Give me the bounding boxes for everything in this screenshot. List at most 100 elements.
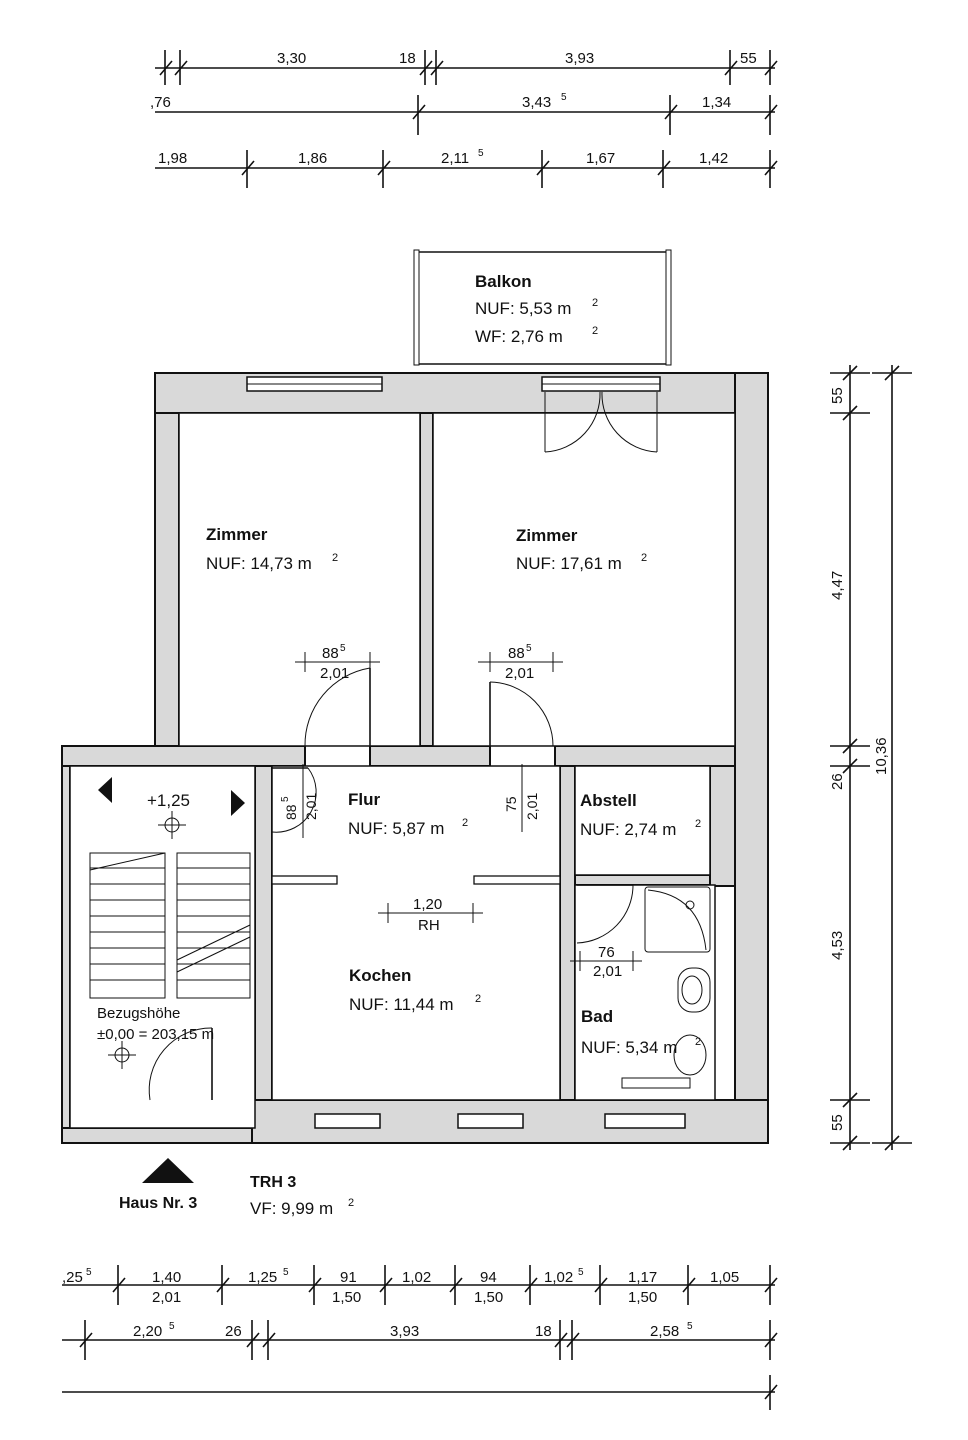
room-zimmer2-sup: 2 bbox=[641, 552, 647, 564]
dim-bot-r1-e: 1,02 bbox=[402, 1269, 431, 1286]
dim-right-c: 26 bbox=[829, 773, 846, 790]
walls bbox=[61, 372, 769, 1144]
room-kochen-nuf: NUF: 11,44 m bbox=[349, 995, 454, 1014]
dim-bot-r2-e: 2,58 bbox=[650, 1323, 679, 1340]
dim-bot-r1-a: ,25 bbox=[62, 1269, 83, 1286]
flur-left-door-width-sup: 5 bbox=[280, 796, 291, 802]
dim-bot-r1-h: 1,17 bbox=[628, 1269, 657, 1286]
room-abstell-sup: 2 bbox=[695, 818, 701, 830]
bottom-dimension-lines: ,25 5 1,40 1,25 5 91 1,02 94 1,02 5 1,17… bbox=[62, 1265, 778, 1410]
balcony-name: Balkon bbox=[475, 272, 532, 291]
room-abstell-nuf: NUF: 2,74 m bbox=[580, 820, 676, 839]
z2-door-height: 2,01 bbox=[505, 665, 534, 682]
flur-right-door-height: 2,01 bbox=[524, 793, 540, 820]
dim-bot-r2-d: 18 bbox=[535, 1323, 552, 1340]
room-bad-name: Bad bbox=[581, 1007, 613, 1026]
doors bbox=[148, 391, 658, 1101]
vf-label: VF: 9,99 m bbox=[250, 1199, 333, 1218]
trh-label: TRH 3 bbox=[250, 1174, 296, 1191]
dim-top-r3-d: 1,67 bbox=[586, 150, 615, 167]
room-flur-nuf: NUF: 5,87 m bbox=[348, 819, 444, 838]
dim-top-r2-b: 3,43 bbox=[522, 94, 551, 111]
dim-bot-r1-g: 1,02 bbox=[544, 1269, 573, 1286]
room-zimmer1-nuf: NUF: 14,73 m bbox=[206, 554, 312, 573]
bad-door-width: 76 bbox=[598, 944, 615, 961]
right-dimension-lines: 55 4,47 26 4,53 55 10,36 bbox=[829, 365, 912, 1151]
z2-door-width-sup: 5 bbox=[526, 643, 532, 654]
dim-top-r3-a: 1,98 bbox=[158, 150, 187, 167]
room-zimmer2-nuf: NUF: 17,61 m bbox=[516, 554, 622, 573]
bezug-value: ±0,00 = 203,15 m bbox=[97, 1026, 214, 1043]
dim-top-r1-a: 3,30 bbox=[277, 50, 306, 67]
dim-top-r1-d: 55 bbox=[740, 50, 757, 67]
dim-bot-r1-f: 94 bbox=[480, 1269, 497, 1286]
dim-bot-r2-b: 26 bbox=[225, 1323, 242, 1340]
bad-door-height: 2,01 bbox=[593, 963, 622, 980]
balcony-wf: WF: 2,76 m bbox=[475, 327, 563, 346]
dim-right-d: 4,53 bbox=[829, 931, 846, 960]
dim-top-r3-c: 2,11 bbox=[441, 150, 469, 167]
room-bad-nuf: NUF: 5,34 m bbox=[581, 1038, 677, 1057]
dim-top-r3-b: 1,86 bbox=[298, 150, 327, 167]
flur-left-door-width: 88 bbox=[283, 804, 299, 820]
dim-bot-r2-a-sup: 5 bbox=[169, 1321, 175, 1332]
z1-door-height: 2,01 bbox=[320, 665, 349, 682]
dim-top-r2-a: ,76 bbox=[150, 94, 171, 111]
dim-top-r1-b: 18 bbox=[399, 50, 416, 67]
dim-right-a: 55 bbox=[829, 387, 846, 404]
room-zimmer1-name: Zimmer bbox=[206, 525, 268, 544]
balcony: Balkon NUF: 5,53 m 2 WF: 2,76 m 2 bbox=[413, 249, 672, 366]
room-zimmer1-sup: 2 bbox=[332, 552, 338, 564]
balcony-nuf-sup: 2 bbox=[592, 297, 598, 309]
flur-right-door-width: 75 bbox=[503, 796, 519, 812]
bezug-title: Bezugshöhe bbox=[97, 1005, 180, 1022]
dim-bot-r2-e-sup: 5 bbox=[687, 1321, 693, 1332]
dim-bot-r1-f-low: 1,50 bbox=[474, 1289, 503, 1306]
rh-label: RH bbox=[418, 917, 440, 934]
room-flur-sup: 2 bbox=[462, 817, 468, 829]
balcony-wf-sup: 2 bbox=[592, 325, 598, 337]
footer-labels: Haus Nr. 3 TRH 3 VF: 9,99 m 2 bbox=[119, 1158, 354, 1218]
dim-bot-r1-i: 1,05 bbox=[710, 1269, 739, 1286]
dim-bot-r1-c-sup: 5 bbox=[283, 1267, 289, 1278]
room-labels: Zimmer NUF: 14,73 m 2 Zimmer NUF: 17,61 … bbox=[206, 525, 701, 1057]
dim-bot-r1-c: 1,25 bbox=[248, 1269, 277, 1286]
vf-sup: 2 bbox=[348, 1197, 354, 1209]
dim-bot-r1-d-low: 1,50 bbox=[332, 1289, 361, 1306]
dim-bot-r2-c: 3,93 bbox=[390, 1323, 419, 1340]
dim-bot-r1-g-sup: 5 bbox=[578, 1267, 584, 1278]
dim-top-r3-c-sup: 5 bbox=[478, 148, 484, 159]
dim-bot-r1-a-sup: 5 bbox=[86, 1267, 92, 1278]
z1-door-width: 88 bbox=[322, 645, 339, 662]
dim-top-r2-c: 1,34 bbox=[702, 94, 731, 111]
room-kochen-sup: 2 bbox=[475, 993, 481, 1005]
room-interiors bbox=[69, 412, 736, 1129]
dim-bot-r1-d: 91 bbox=[340, 1269, 357, 1286]
room-bad-sup: 2 bbox=[695, 1036, 701, 1048]
dim-right-total: 10,36 bbox=[873, 737, 890, 775]
rh-height: 1,20 bbox=[413, 896, 442, 913]
dim-top-r2-b-sup: 5 bbox=[561, 92, 567, 103]
dim-bot-r1-h-low: 1,50 bbox=[628, 1289, 657, 1306]
balcony-nuf: NUF: 5,53 m bbox=[475, 299, 571, 318]
flur-left-door-height: 2,01 bbox=[303, 793, 319, 820]
dim-bot-r1-b: 1,40 bbox=[152, 1269, 181, 1286]
stair-level: +1,25 bbox=[147, 791, 190, 810]
door-dimension-annotations: 88 5 2,01 88 5 2,01 88 5 2,01 75 2,01 1,… bbox=[280, 643, 642, 980]
dim-top-r3-e: 1,42 bbox=[699, 150, 728, 167]
dim-right-e: 55 bbox=[829, 1114, 846, 1131]
dim-bot-r1-b-low: 2,01 bbox=[152, 1289, 181, 1306]
haus-label: Haus Nr. 3 bbox=[119, 1195, 197, 1212]
room-abstell-name: Abstell bbox=[580, 791, 637, 810]
dim-top-r1-c: 3,93 bbox=[565, 50, 594, 67]
room-kochen-name: Kochen bbox=[349, 966, 411, 985]
bath-fixtures bbox=[621, 886, 711, 1089]
z2-door-width: 88 bbox=[508, 645, 525, 662]
z1-door-width-sup: 5 bbox=[340, 643, 346, 654]
dim-right-b: 4,47 bbox=[829, 571, 846, 600]
room-flur-name: Flur bbox=[348, 790, 380, 809]
top-dimension-lines: 3,30 18 3,93 55 ,76 3,43 5 1,34 1,98 1,8… bbox=[150, 50, 778, 188]
room-zimmer2-name: Zimmer bbox=[516, 526, 578, 545]
staircase: +1,25 Bezugshöhe ±0,00 = 203,15 m bbox=[89, 777, 251, 1069]
